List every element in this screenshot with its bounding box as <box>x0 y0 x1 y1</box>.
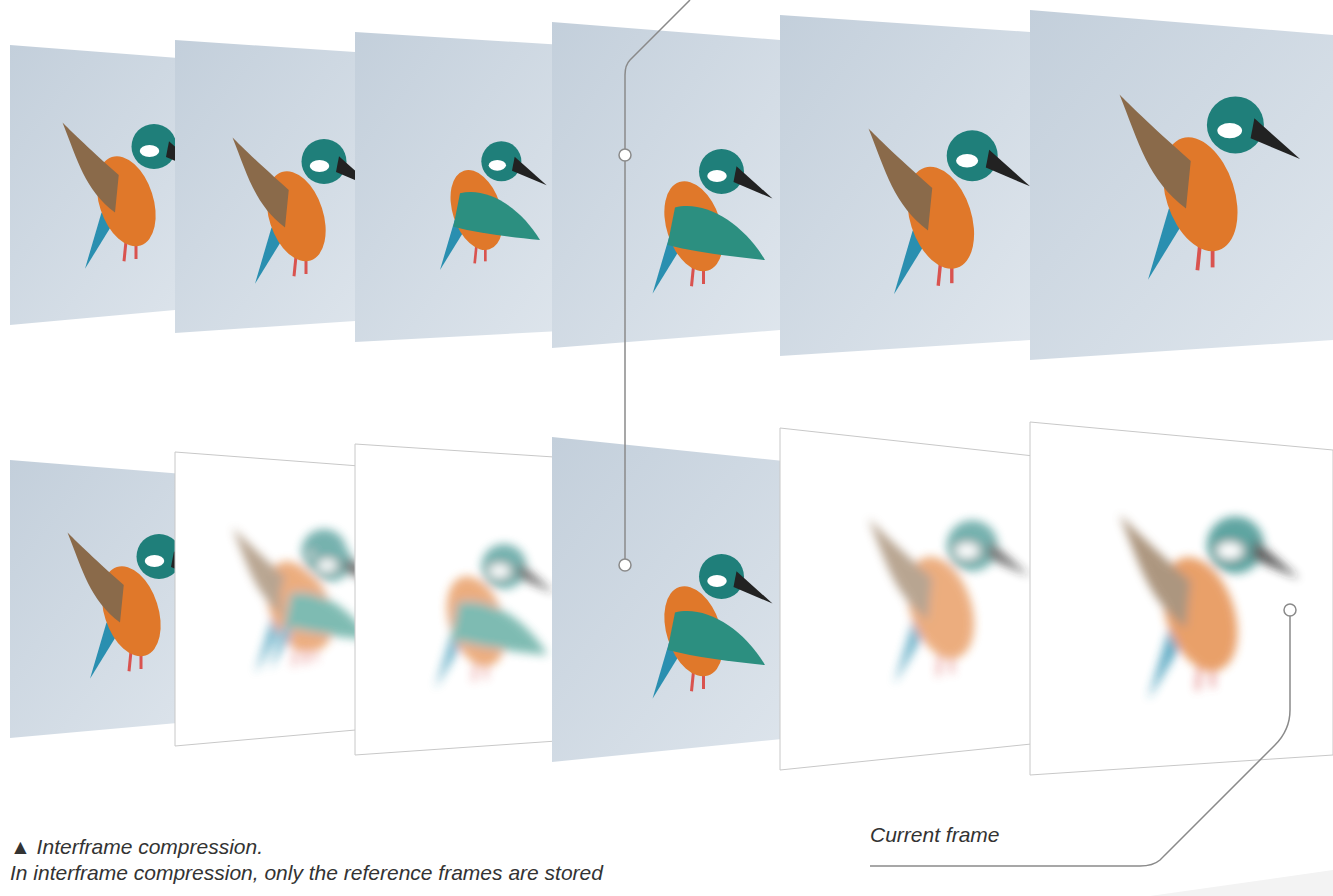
caption-note: In interframe compression, only the refe… <box>10 860 603 885</box>
caption: ▲ Interframe compression. <box>10 834 263 859</box>
callout-label: Current frame <box>870 822 1000 847</box>
